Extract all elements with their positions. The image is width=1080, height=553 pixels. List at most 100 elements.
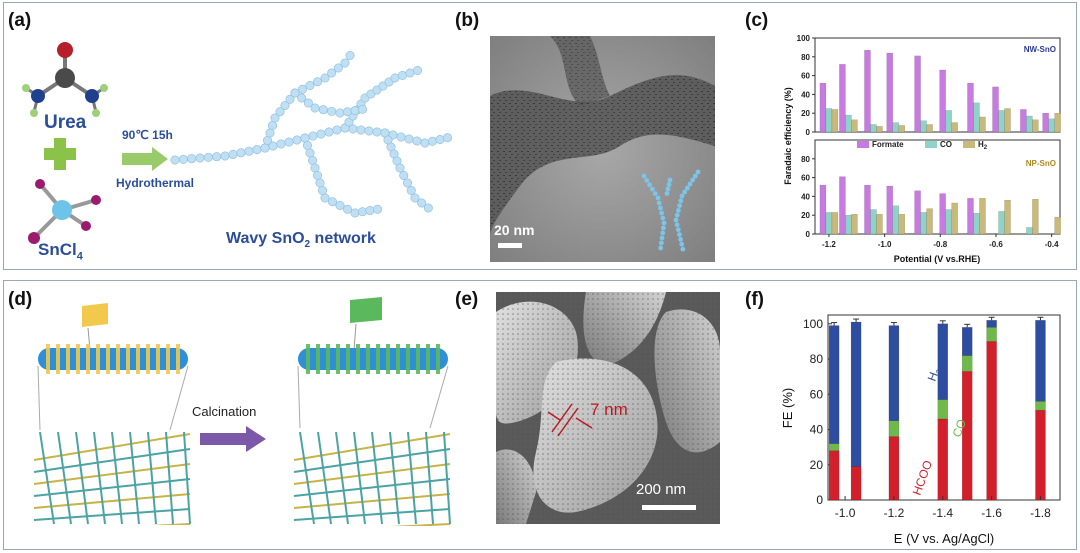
bead [647,182,652,188]
nanosheet [146,344,150,374]
legend-label: Formate [872,140,904,149]
bar-co [892,122,899,133]
bar-h2 [1004,108,1011,133]
mesh-wire [425,431,434,525]
bar-formate [914,55,921,133]
legend-swatch [925,141,937,148]
bead [398,70,408,80]
nanosheet [46,344,50,374]
bead [413,65,423,75]
panel-c-label: (c) [745,10,769,31]
bead [666,182,672,187]
bar-co [888,420,900,437]
bead [665,186,671,192]
y-tick-label: 100 [797,34,811,43]
bar-hcoo [986,341,997,501]
wavy-network-illustration [170,51,452,218]
mesh-wire [335,431,349,525]
bead [644,178,650,183]
bead [220,151,230,161]
mesh-wire [293,448,451,473]
bar-formate [1042,112,1049,133]
x-tick-label: -1.0 [878,240,892,249]
bead [316,129,326,139]
mesh-wire [293,463,451,485]
bead [399,171,409,181]
bar-co [973,213,980,235]
legend-label: CO [940,140,952,149]
bar-formate [864,184,871,235]
bead [303,98,313,108]
bead [212,152,222,162]
nanosheet [116,344,120,374]
mesh-wire [371,431,383,525]
nanosheet [426,344,430,374]
nanosheet [376,344,380,374]
bar-co [845,214,852,235]
bead [652,191,658,196]
bead [678,198,684,204]
bead [667,177,673,183]
mesh-wire [147,431,157,525]
bead [300,133,310,143]
plot-frame-bottom [814,139,1061,235]
nanosheet [166,344,170,374]
subplot-label-top: NW-SnO [1024,45,1056,54]
bead [641,173,647,179]
tem-scalebar [498,243,522,248]
nanowire-sketch [641,169,701,252]
bar-h2 [1035,320,1046,402]
y-tick-label: 0 [806,128,811,137]
x-tick-label: -1.2 [822,240,836,249]
bead [284,137,294,147]
x-tick-label: -1.4 [932,506,953,520]
bar-co [945,110,952,133]
bar-co [961,355,973,372]
bead [345,51,355,60]
bead [682,189,688,195]
bar-formate [839,64,846,133]
bead [195,153,205,163]
bar-co [825,212,833,235]
y-axis-label: FE (%) [780,388,795,428]
bead [390,73,400,83]
nanosheet [306,344,310,374]
bar-formate [967,82,974,133]
sem-scalebar-label: 200 nm [636,481,687,498]
bead [318,186,328,196]
bead [252,145,262,155]
bead [695,169,701,175]
nanosheet [416,344,420,374]
bead [327,106,337,116]
reaction-arrow [122,147,168,171]
bar-co [920,120,927,133]
bead [313,171,323,181]
mesh-illustration-before [33,303,191,525]
panel-a-label: (a) [8,10,32,31]
bottom-panel-frame [3,280,1077,550]
bar-h2 [851,214,858,235]
bar-formate [819,82,827,133]
nanosheet [436,344,440,374]
nanosheet [406,344,410,374]
bead [260,143,270,153]
calcination-label: Calcination [192,404,257,419]
bead [318,105,328,115]
mesh-wire [33,433,191,461]
bead [650,186,655,192]
bead [310,103,320,113]
y-tick-label: 40 [801,192,810,201]
mesh-wire [129,431,140,525]
subscript: 2 [934,368,944,376]
bead [187,154,197,164]
bead [297,93,307,103]
legend-swatch [963,141,975,148]
nanosheet [126,344,130,374]
x-tick-label: -1.6 [981,506,1002,520]
bar-co [870,124,877,133]
bar-h2 [951,202,958,235]
bar-formate [939,193,946,235]
bead [661,220,667,226]
bead [406,186,416,196]
mesh-wire [389,431,400,525]
